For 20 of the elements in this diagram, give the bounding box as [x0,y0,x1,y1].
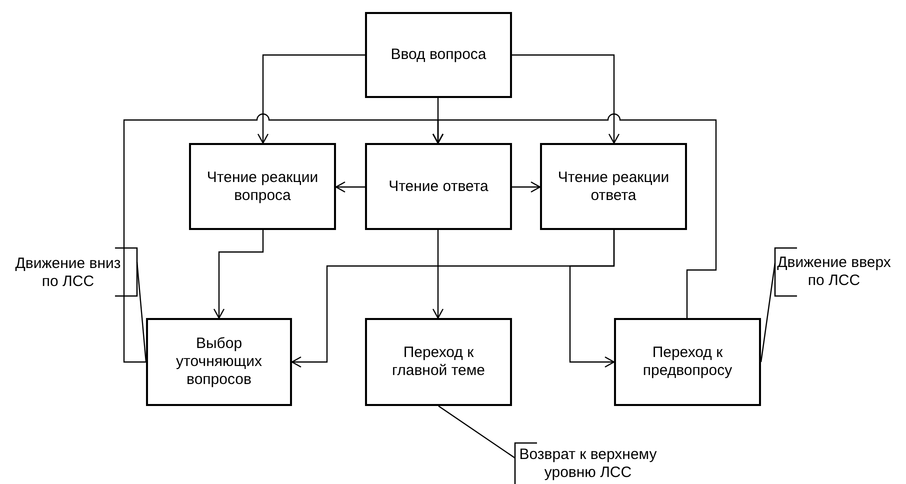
process-box: Переход к предвопросу [614,318,761,406]
leader-line [136,262,147,362]
arrow [512,181,541,193]
process-box: Выбор уточняющих вопросов [146,318,292,406]
process-box: Чтение реакции ответа [540,143,687,230]
arrow [335,181,365,193]
leader-line [438,406,516,458]
arrow [512,54,620,144]
arrow [213,230,264,319]
annotation-text: Возврат к верхнему уровню ЛСС [517,444,659,484]
annotation-text: Движение вниз по ЛСС [15,250,135,296]
arrow [432,230,444,319]
annotation-text: Движение вверх по ЛСС [777,249,891,295]
arrow [257,54,365,144]
process-box: Переход к главной теме [365,318,512,406]
process-box: Чтение ответа [365,143,512,230]
process-box: Чтение реакции вопроса [189,143,336,230]
arrow [432,113,717,318]
process-box: Ввод вопроса [365,12,512,98]
arrow [569,230,615,368]
